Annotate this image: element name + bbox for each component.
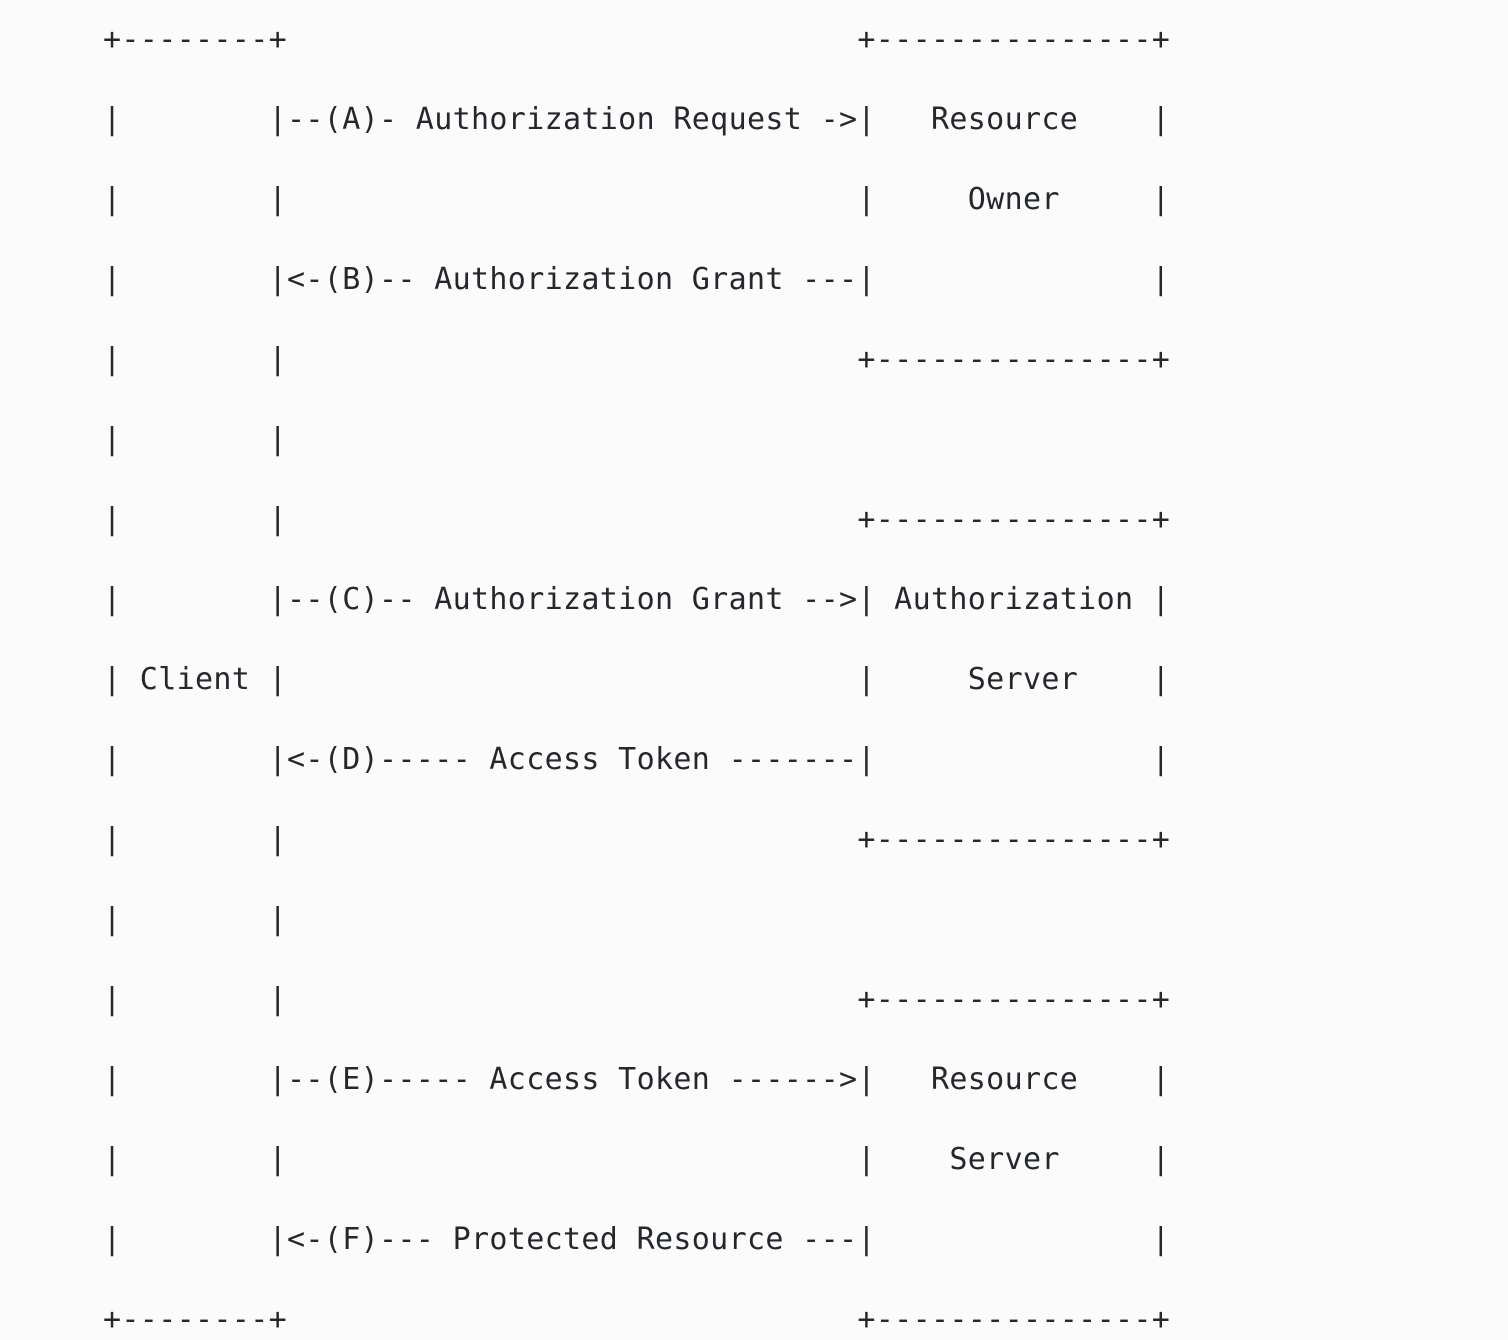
ascii-row-1: | |--(A)- Authorization Request ->| Reso… xyxy=(103,102,1171,137)
ascii-row-13: | |--(E)----- Access Token ------>| Reso… xyxy=(103,1062,1171,1097)
ascii-row-7: | |--(C)-- Authorization Grant -->| Auth… xyxy=(103,582,1171,617)
ascii-row-0: +--------+ +---------------+ xyxy=(103,22,1171,57)
ascii-row-11: | | xyxy=(103,902,287,937)
ascii-row-15: | |<-(F)--- Protected Resource ---| | xyxy=(103,1222,1171,1257)
ascii-row-8: | Client | | Server | xyxy=(103,662,1171,697)
ascii-row-12: | | +---------------+ xyxy=(103,982,1171,1017)
ascii-row-14: | | | Server | xyxy=(103,1142,1171,1177)
ascii-row-10: | | +---------------+ xyxy=(103,822,1171,857)
ascii-row-6: | | +---------------+ xyxy=(103,502,1171,537)
ascii-row-2: | | | Owner | xyxy=(103,182,1171,217)
oauth-abstract-protocol-flow-diagram: +--------+ +---------------+ | |--(A)- A… xyxy=(103,20,1170,1340)
ascii-row-5: | | xyxy=(103,422,287,457)
ascii-row-16: +--------+ +---------------+ xyxy=(103,1302,1171,1337)
ascii-row-9: | |<-(D)----- Access Token -------| | xyxy=(103,742,1171,777)
ascii-row-3: | |<-(B)-- Authorization Grant ---| | xyxy=(103,262,1171,297)
ascii-row-4: | | +---------------+ xyxy=(103,342,1171,377)
